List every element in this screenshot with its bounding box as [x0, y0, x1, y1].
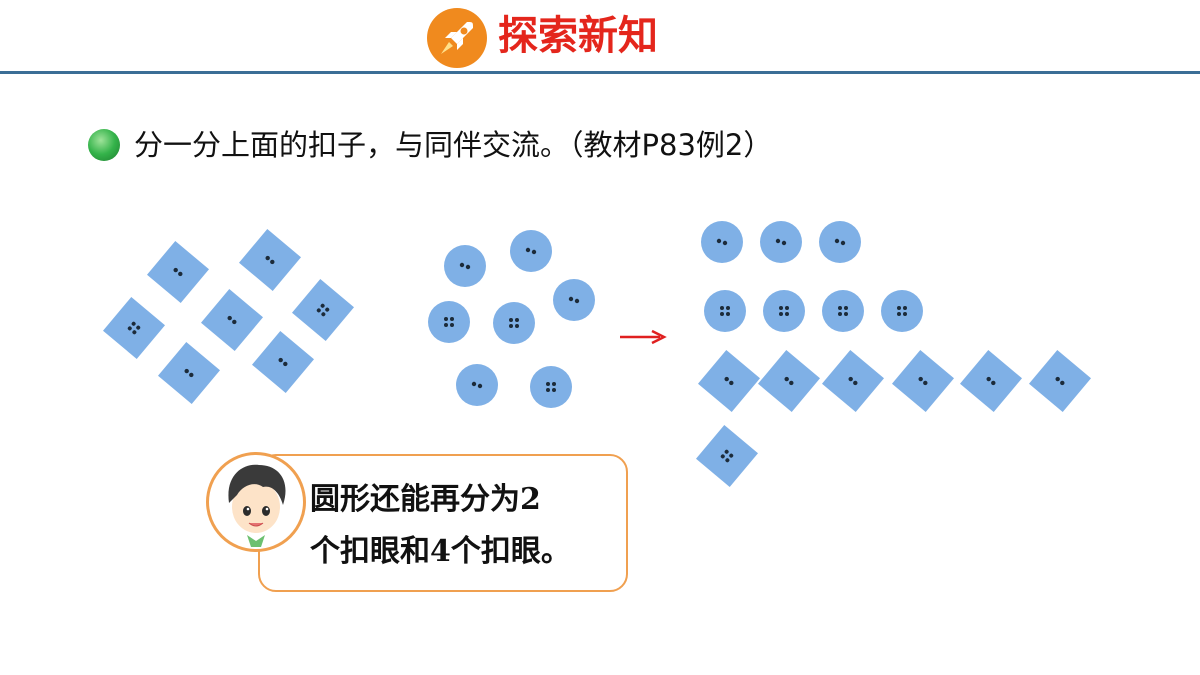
square-button [252, 331, 314, 393]
square-button [239, 229, 301, 291]
boy-avatar-icon [206, 452, 306, 552]
header-divider [0, 71, 1200, 74]
round-button [530, 366, 572, 408]
question-text: 分一分上面的扣子，与同伴交流。（教材P83例2） [134, 128, 773, 162]
square-button [147, 241, 209, 303]
green-dot-icon [88, 129, 120, 161]
square-button [103, 297, 165, 359]
bubble-text: 圆形还能再分为2 个扣眼和4个扣眼。 [310, 474, 620, 578]
arrow-right-icon [620, 329, 667, 345]
square-button [698, 350, 760, 412]
page-title: 探索新知 [498, 13, 658, 59]
round-button [510, 230, 552, 272]
round-button [822, 290, 864, 332]
bubble-line-1: 圆形还能再分为2 [310, 482, 541, 517]
square-button [292, 279, 354, 341]
header: 探索新知 [0, 0, 1200, 80]
round-button [763, 290, 805, 332]
round-button [704, 290, 746, 332]
speech-bubble [258, 454, 628, 592]
square-button [201, 289, 263, 351]
square-button [822, 350, 884, 412]
round-button [444, 245, 486, 287]
round-button [760, 221, 802, 263]
square-button [960, 350, 1022, 412]
round-button [456, 364, 498, 406]
square-button [1029, 350, 1091, 412]
round-button [493, 302, 535, 344]
round-button [701, 221, 743, 263]
round-button [553, 279, 595, 321]
bubble-line-2: 个扣眼和4个扣眼。 [310, 534, 571, 569]
square-button [892, 350, 954, 412]
round-button [881, 290, 923, 332]
rocket-icon [427, 8, 487, 68]
round-button [819, 221, 861, 263]
square-button [158, 342, 220, 404]
square-button [758, 350, 820, 412]
round-button [428, 301, 470, 343]
square-button [696, 425, 758, 487]
